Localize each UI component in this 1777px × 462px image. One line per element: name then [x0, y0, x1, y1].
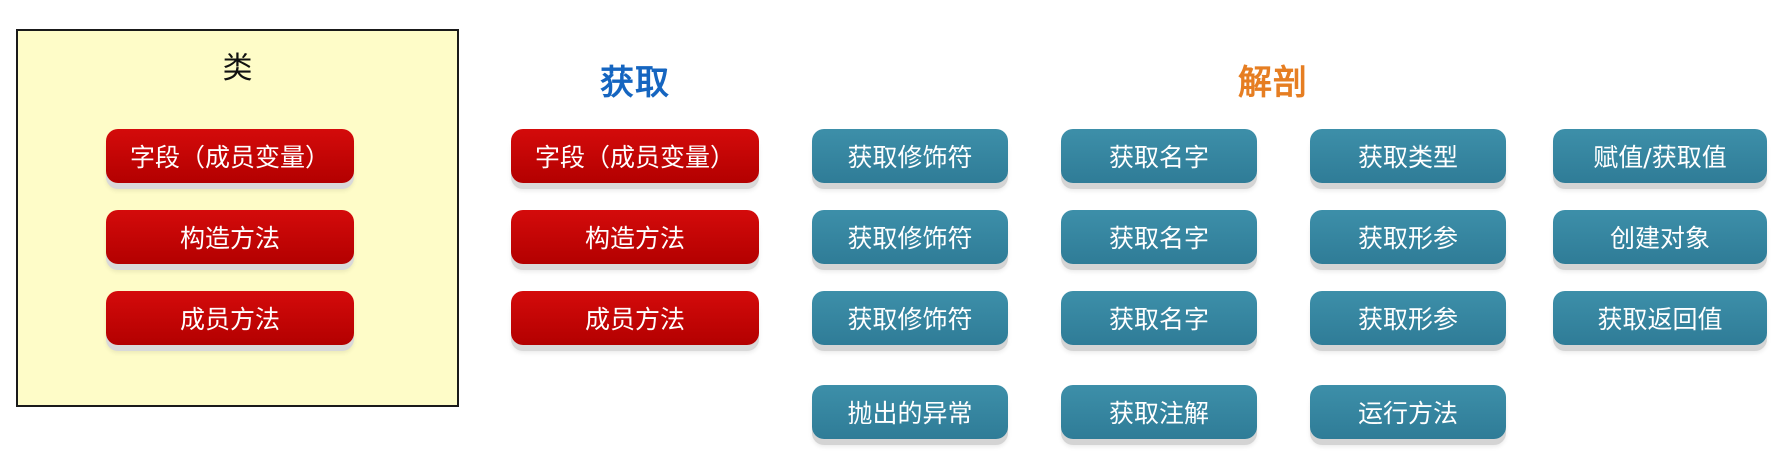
- obtain-heading: 获取: [600, 63, 670, 103]
- method-get-annotations: 获取注解: [1061, 385, 1257, 439]
- obtain-item-fields: 字段（成员变量）: [511, 129, 759, 183]
- obtain-item-constructors: 构造方法: [511, 210, 759, 264]
- obtain-item-methods: 成员方法: [511, 291, 759, 345]
- field-get-modifiers: 获取修饰符: [812, 129, 1008, 183]
- constructor-get-params: 获取形参: [1310, 210, 1506, 264]
- method-invoke: 运行方法: [1310, 385, 1506, 439]
- dissect-heading: 解剖: [1238, 63, 1308, 103]
- class-title: 类: [222, 51, 253, 86]
- class-item-fields: 字段（成员变量）: [106, 129, 354, 183]
- constructor-get-modifiers: 获取修饰符: [812, 210, 1008, 264]
- constructor-get-name: 获取名字: [1061, 210, 1257, 264]
- method-get-params: 获取形参: [1310, 291, 1506, 345]
- class-item-methods: 成员方法: [106, 291, 354, 345]
- field-get-type: 获取类型: [1310, 129, 1506, 183]
- field-set-get-value: 赋值/获取值: [1553, 129, 1767, 183]
- field-get-name: 获取名字: [1061, 129, 1257, 183]
- method-get-name: 获取名字: [1061, 291, 1257, 345]
- class-item-constructors: 构造方法: [106, 210, 354, 264]
- method-get-exceptions: 抛出的异常: [812, 385, 1008, 439]
- method-get-modifiers: 获取修饰符: [812, 291, 1008, 345]
- method-get-return-value: 获取返回值: [1553, 291, 1767, 345]
- constructor-create-object: 创建对象: [1553, 210, 1767, 264]
